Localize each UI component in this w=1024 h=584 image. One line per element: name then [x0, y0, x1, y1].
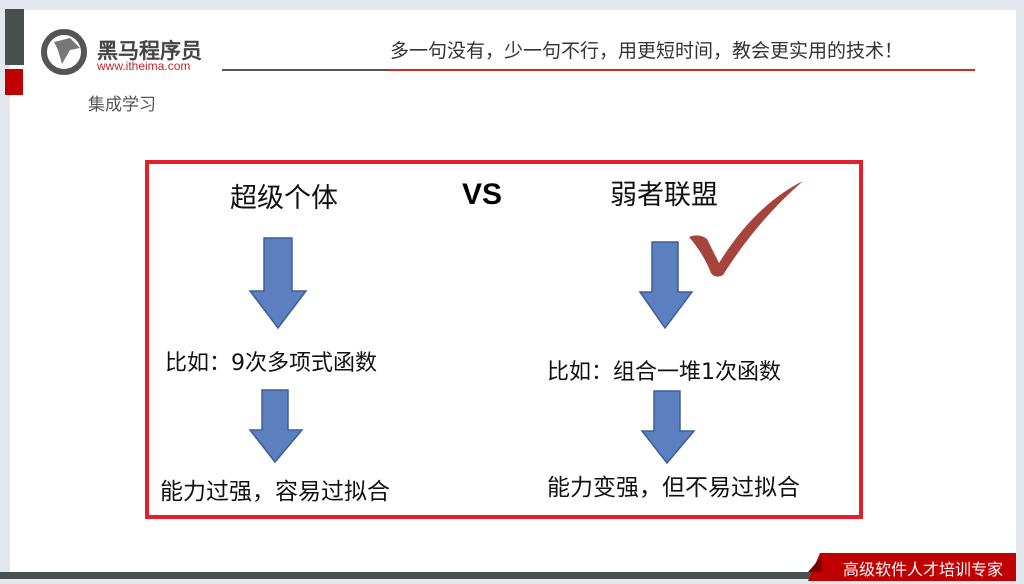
- right-result: 能力变强，但不易过拟合: [547, 475, 800, 501]
- horse-logo-icon: [41, 29, 87, 75]
- comparison-box: [145, 160, 863, 519]
- vs-label: VS: [462, 178, 503, 211]
- logo: [40, 28, 92, 76]
- down-arrow-icon: [248, 237, 308, 330]
- footer-tagline: 高级软件人才培训专家: [843, 560, 1004, 579]
- footer-dark-bar: [0, 572, 835, 579]
- section-title: 集成学习: [88, 95, 156, 115]
- brand-name: 黑马程序员: [97, 39, 202, 63]
- slogan: 多一句没有，少一句不行，用更短时间，教会更实用的技术！: [390, 40, 904, 62]
- brand-url[interactable]: www.itheima.com: [97, 59, 191, 73]
- left-red-bar: [5, 69, 23, 95]
- down-arrow-icon: [248, 389, 304, 464]
- slogan-underline: [388, 69, 975, 71]
- left-dark-bar: [5, 9, 24, 65]
- left-result: 能力过强，容易过拟合: [160, 479, 390, 505]
- right-example: 比如：组合一堆1次函数: [547, 360, 781, 385]
- left-example: 比如：9次多项式函数: [165, 351, 377, 376]
- check-mark-icon: [689, 181, 803, 277]
- down-arrow-icon: [638, 241, 694, 330]
- footer-banner: [808, 553, 1016, 581]
- down-arrow-icon: [640, 390, 696, 465]
- right-title: 弱者联盟: [610, 180, 718, 211]
- slide: [10, 10, 1016, 576]
- left-title: 超级个体: [230, 183, 338, 214]
